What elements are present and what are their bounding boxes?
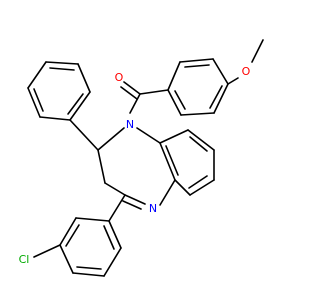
atom-label-nitrogen-imine: N [149, 202, 157, 215]
molecule-diagram: O O N N Cl [18, 39, 264, 277]
chlorine-bond [33, 244, 61, 258]
methoxyphenyl-ring [139, 58, 229, 116]
chlorophenyl-ring [59, 194, 126, 277]
atom-label-nitrogen-amide: N [126, 118, 134, 131]
atom-label-oxygen-carbonyl: O [115, 71, 124, 84]
atom-label-chlorine: Cl [19, 253, 30, 266]
carbonyl-group [120, 81, 141, 114]
phenyl-ring [27, 61, 99, 151]
diazepine-ring [97, 127, 176, 210]
methoxy-group [227, 39, 264, 85]
atom-label-oxygen-methoxy: O [242, 65, 251, 78]
benzo-ring [159, 129, 215, 196]
structure-svg: O O N N Cl [19, 39, 264, 277]
